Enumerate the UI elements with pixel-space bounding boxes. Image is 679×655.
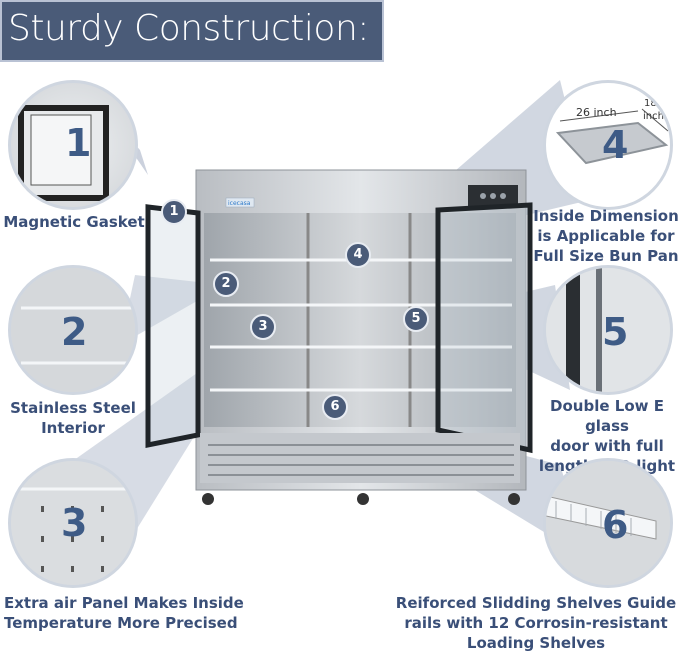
detail-circle-air-panel: 3 — [8, 458, 138, 588]
feature-badge-2: 2 — [213, 271, 239, 297]
brand-logo: icecasa — [228, 200, 251, 207]
detail-circle-interior: 2 — [8, 265, 138, 395]
pan-depth-value: 18 — [644, 98, 657, 109]
feature-badge-3: 3 — [250, 314, 276, 340]
detail-circle-bun-pan: 26 inch 18 inch 4 — [543, 80, 673, 210]
feature-badge-6: 6 — [322, 394, 348, 420]
feature-number-5: 5 — [602, 310, 629, 354]
interior-illustration — [11, 268, 135, 392]
feature-number-1: 1 — [65, 121, 92, 165]
feature-label-3-line-2: Temperature More Precised — [4, 614, 238, 632]
feature-label-1: Magnetic Gasket — [2, 212, 146, 232]
feature-label-5-line-1: Double Low E glass — [550, 397, 664, 435]
feature-label-2-line-1: Stainless Steel — [10, 399, 136, 417]
air-panel-illustration — [11, 461, 135, 585]
feature-label-5-line-2: door with full — [550, 437, 664, 455]
pan-width-label: 26 inch — [576, 106, 617, 119]
feature-label-6-line-3: Loading Shelves — [466, 634, 606, 652]
feature-badge-4: 4 — [345, 242, 371, 268]
feature-label-2-line-2: Interior — [41, 419, 105, 437]
feature-label-4-line-3: Full Size Bun Pan — [533, 247, 679, 265]
glass-door-illustration — [546, 268, 670, 392]
feature-label-6: Reiforced Slidding Shelves Guide rails w… — [393, 593, 679, 653]
feature-number-6: 6 — [602, 503, 629, 547]
feature-label-3: Extra air Panel Makes Inside Temperature… — [4, 593, 254, 633]
shelf-illustration — [546, 461, 670, 585]
refrigerator-image: icecasa — [145, 169, 533, 505]
pan-depth-unit: inch — [643, 111, 664, 122]
detail-circle-gasket: 1 — [8, 80, 138, 210]
feature-number-2: 2 — [61, 310, 88, 354]
page-title-banner: Sturdy Construction: — [0, 0, 384, 62]
feature-badge-5: 5 — [403, 306, 429, 332]
feature-label-4-line-2: is Applicable for — [537, 227, 675, 245]
feature-label-1-line-1: Magnetic Gasket — [3, 213, 145, 231]
feature-label-4-line-1: Inside Dimension — [533, 207, 679, 225]
bun-pan-illustration — [546, 83, 670, 207]
feature-label-6-line-1: Reiforced Slidding Shelves Guide — [395, 594, 677, 612]
detail-circle-glass-door: 5 — [543, 265, 673, 395]
gasket-illustration — [18, 105, 109, 201]
feature-label-4: Inside Dimension is Applicable for Full … — [532, 206, 679, 266]
detail-circle-shelves: 6 — [543, 458, 673, 588]
feature-number-4: 4 — [602, 123, 629, 167]
feature-badge-1: 1 — [161, 199, 187, 225]
feature-label-2: Stainless Steel Interior — [2, 398, 144, 438]
feature-number-3: 3 — [61, 501, 88, 545]
feature-label-6-line-2: rails with 12 Corrosin-resistant — [404, 614, 668, 632]
page-title: Sturdy Construction: — [8, 8, 369, 49]
feature-label-3-line-1: Extra air Panel Makes Inside — [4, 594, 244, 612]
